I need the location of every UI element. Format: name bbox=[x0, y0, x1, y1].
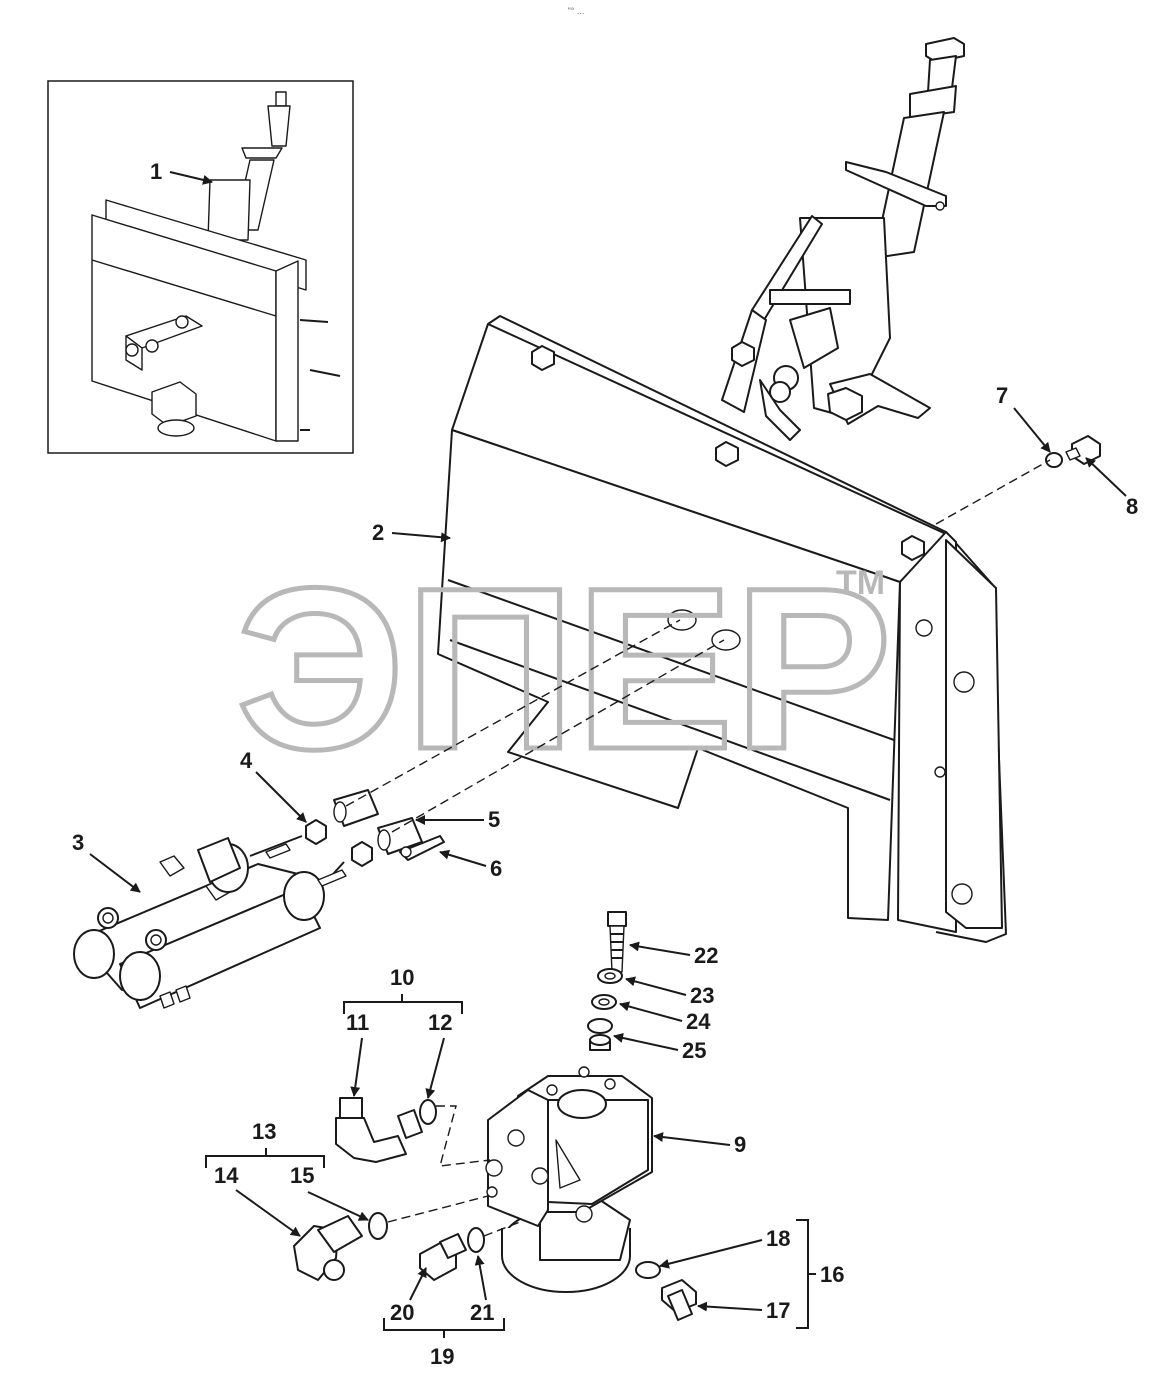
callout-16: 16 bbox=[820, 1262, 844, 1287]
callout-5: 5 bbox=[488, 807, 500, 832]
callout-24: 24 bbox=[686, 1009, 711, 1034]
bolt-washer-7-8 bbox=[1045, 435, 1101, 468]
mounting-panel bbox=[437, 315, 1007, 943]
o-ring-21 bbox=[467, 1227, 485, 1253]
callout-23: 23 bbox=[690, 983, 714, 1008]
nut-lower bbox=[351, 841, 373, 867]
callout-21: 21 bbox=[470, 1300, 494, 1325]
o-ring-18 bbox=[635, 1261, 661, 1279]
callout-12: 12 bbox=[428, 1010, 452, 1035]
callout-8: 8 bbox=[1126, 494, 1138, 519]
callout-19: 19 bbox=[430, 1344, 454, 1369]
bolt-head bbox=[607, 911, 627, 927]
callout-2: 2 bbox=[372, 520, 384, 545]
adapter-fitting-20 bbox=[419, 1227, 485, 1281]
nut-upper bbox=[305, 819, 327, 845]
washer-25 bbox=[587, 1018, 613, 1034]
callout-1: 1 bbox=[150, 159, 162, 184]
callout-25: 25 bbox=[682, 1038, 706, 1063]
elbow-fitting-14 bbox=[293, 1212, 388, 1281]
callout-10: 10 bbox=[390, 965, 414, 990]
callout-6: 6 bbox=[490, 856, 502, 881]
callout-4: 4 bbox=[240, 748, 253, 773]
washer-7 bbox=[1045, 452, 1063, 468]
o-ring-12 bbox=[419, 1099, 437, 1125]
header-small-text: "° ... bbox=[568, 6, 585, 16]
master-cylinder bbox=[73, 835, 347, 1009]
callout-3: 3 bbox=[72, 830, 84, 855]
steering-valve bbox=[485, 1066, 653, 1293]
watermark: ЭПЕР TM bbox=[234, 538, 895, 800]
watermark-text: ЭПЕР bbox=[236, 540, 892, 797]
inset-frame bbox=[47, 80, 354, 454]
o-ring-15 bbox=[368, 1212, 388, 1240]
callout-labels: 2 3 4 5 6 7 8 9 22 23 24 25 10 bbox=[72, 383, 1138, 1369]
assembly-lines bbox=[345, 459, 1051, 1237]
callout-13: 13 bbox=[252, 1119, 276, 1144]
callout-14: 14 bbox=[214, 1163, 239, 1188]
callout-20: 20 bbox=[390, 1300, 414, 1325]
callout-22: 22 bbox=[694, 943, 718, 968]
callout-9: 9 bbox=[734, 1132, 746, 1157]
steering-column bbox=[721, 37, 965, 441]
callout-18: 18 bbox=[766, 1226, 790, 1251]
watermark-tm: TM bbox=[836, 564, 885, 602]
elbow-fitting-11 bbox=[335, 1097, 437, 1163]
callout-17: 17 bbox=[766, 1298, 790, 1323]
inset-overview: 1 bbox=[47, 80, 354, 454]
callout-15: 15 bbox=[290, 1163, 314, 1188]
callout-7: 7 bbox=[996, 383, 1008, 408]
valve-bolt-stack bbox=[587, 911, 627, 1051]
linkage-parts bbox=[305, 789, 445, 867]
callout-11: 11 bbox=[346, 1010, 369, 1035]
adapter-fitting-17 bbox=[635, 1261, 697, 1321]
